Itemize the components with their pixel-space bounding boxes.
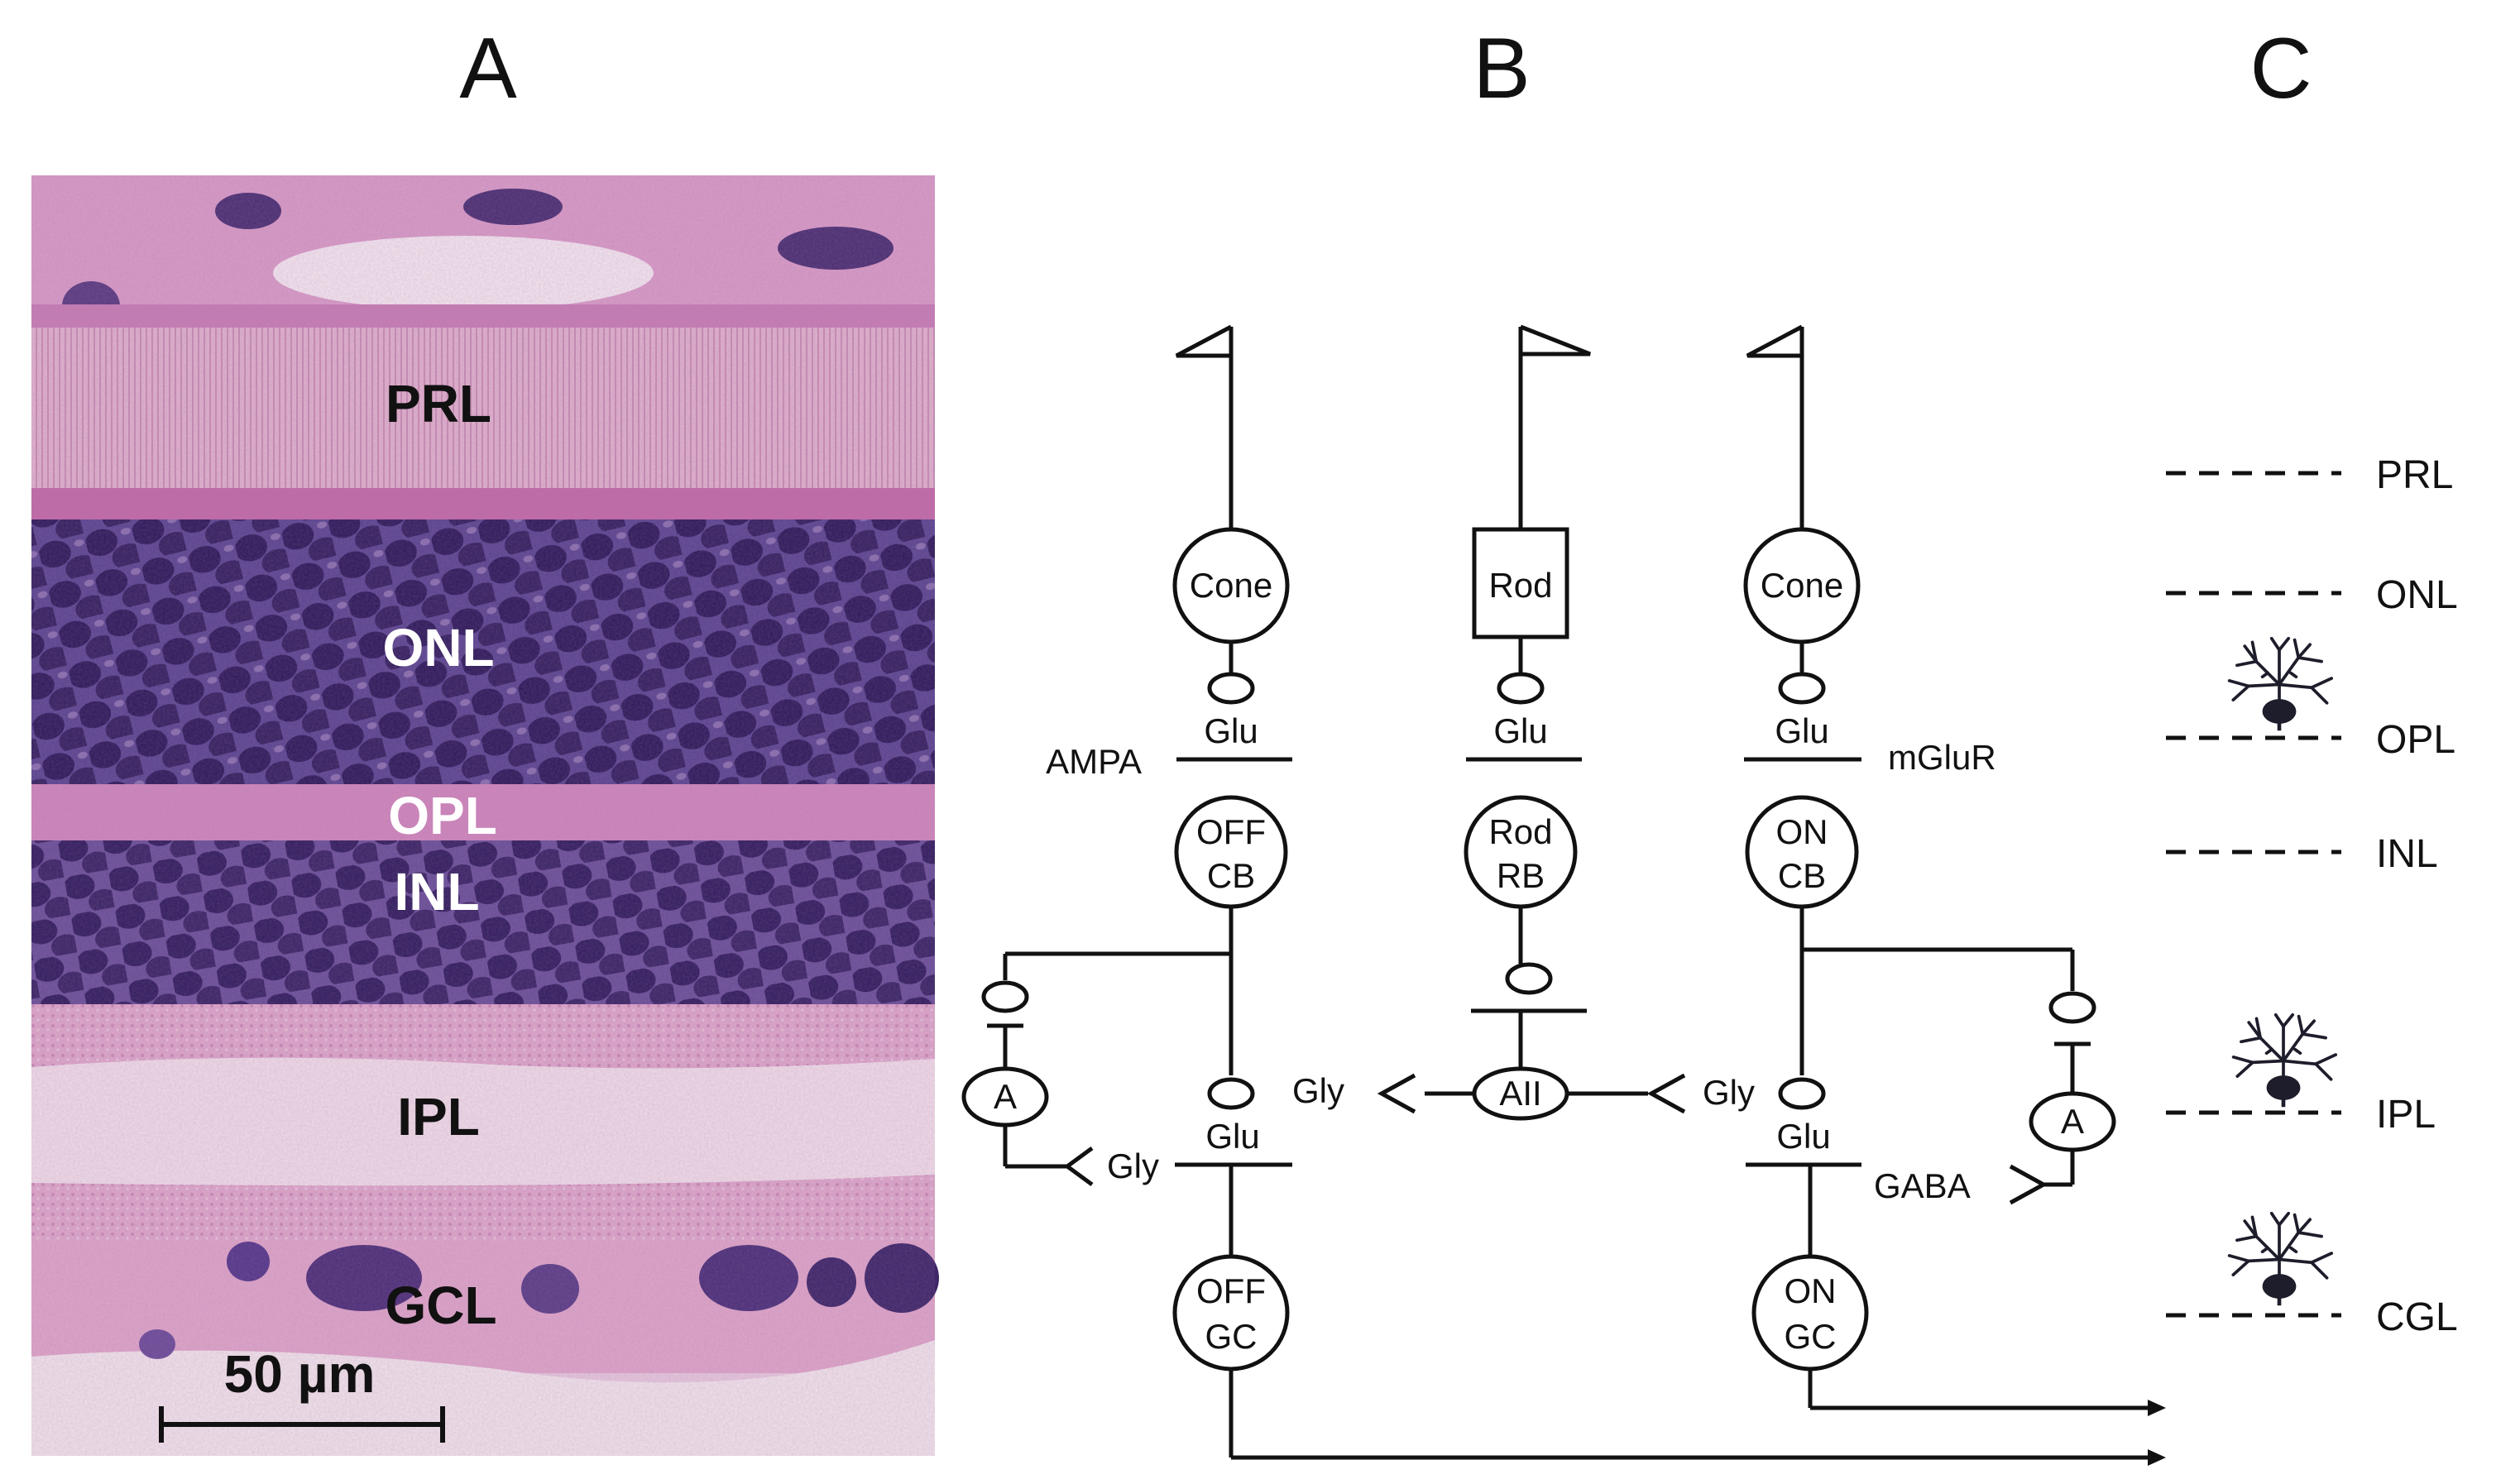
histology-label-prl: PRL (386, 374, 491, 433)
rod-rb-label-line2: RB (1497, 856, 1545, 895)
vesicle-off-cb (1207, 1077, 1255, 1110)
vesicle-cone-left (1207, 672, 1255, 705)
gly-label-aii-right: Gly (1703, 1073, 1755, 1112)
histology-label-inl: INL (394, 862, 479, 922)
off-cb-cell: OFF CB (1174, 795, 1288, 909)
vesicle-on-cb (1778, 1077, 1826, 1110)
aii-cell: AII (1472, 1066, 1569, 1121)
neuron-icon-cgl (2230, 1214, 2332, 1305)
off-cb-label-line1: OFF (1196, 812, 1266, 851)
vesicle-rod (1497, 672, 1545, 705)
gaba-label: GABA (1874, 1166, 1971, 1205)
vesicle-amacrine-right (2048, 991, 2096, 1024)
layer-label-inl: INL (2376, 832, 2438, 876)
off-gc-label-line2: GC (1205, 1317, 1258, 1356)
aii-label: AII (1499, 1074, 1541, 1113)
amacrine-left-label: A (994, 1077, 1017, 1116)
mglur-label: mGluR (1888, 738, 1996, 777)
glu-label-rod: Glu (1493, 711, 1547, 750)
on-gc-label-line1: ON (1785, 1271, 1837, 1310)
cone-right-cell: Cone (1743, 527, 1861, 644)
panel-letter-a: A (459, 21, 517, 117)
rod-label: Rod (1488, 566, 1552, 605)
on-cb-label-line2: CB (1778, 856, 1826, 895)
neuron-icon-ipl (2234, 1015, 2336, 1107)
off-gc-cell: OFF GC (1172, 1254, 1290, 1372)
amacrine-left-cell: A (961, 1066, 1049, 1127)
scale-bar (159, 1406, 445, 1443)
panel-letter-c: C (2249, 21, 2312, 117)
histology-label-ipl: IPL (397, 1087, 480, 1147)
on-gc-cell: ON GC (1751, 1254, 1869, 1372)
layer-label-prl: PRL (2376, 453, 2453, 497)
gly-label-amacrine-left: Gly (1107, 1147, 1159, 1185)
cone-left-label: Cone (1190, 566, 1272, 605)
layer-label-onl: ONL (2376, 573, 2458, 617)
circuit-wiring (987, 324, 2166, 1466)
layer-label-ipl: IPL (2376, 1093, 2436, 1137)
glu-label-cone-left: Glu (1204, 711, 1258, 750)
cone-left-cell: Cone (1172, 527, 1290, 644)
on-gc-label-line2: GC (1785, 1317, 1837, 1356)
neuron-icon-opl (2230, 639, 2332, 730)
vesicle-rod-rb (1505, 962, 1553, 995)
layer-scale-lines (2166, 471, 2341, 1318)
vesicle-amacrine-left (981, 980, 1029, 1013)
off-cb-label-line2: CB (1207, 856, 1255, 895)
rod-rb-cell: Rod RB (1464, 795, 1578, 909)
gly-label-aii-left: Gly (1292, 1071, 1344, 1110)
on-cb-label-line1: ON (1776, 812, 1828, 851)
vesicle-cone-right (1778, 672, 1826, 705)
layer-label-cgl: CGL (2376, 1295, 2458, 1339)
cone-right-label: Cone (1761, 566, 1843, 605)
amacrine-right-cell: A (2029, 1091, 2116, 1152)
amacrine-right-label: A (2061, 1102, 2084, 1141)
histology-label-onl: ONL (382, 618, 494, 677)
histology-label-opl: OPL (388, 786, 497, 845)
scale-bar-label: 50 µm (224, 1344, 376, 1404)
histology-label-gcl: GCL (385, 1276, 496, 1335)
glu-label-cone-right: Glu (1775, 711, 1828, 750)
panel-letter-b: B (1473, 21, 1530, 117)
glu-label-off-cb: Glu (1205, 1117, 1259, 1156)
ampa-label: AMPA (1046, 742, 1142, 781)
rod-rb-label-line1: Rod (1488, 812, 1552, 851)
off-gc-label-line1: OFF (1196, 1271, 1266, 1310)
on-cb-cell: ON CB (1745, 795, 1859, 909)
layer-label-opl: OPL (2376, 718, 2455, 762)
rod-cell: Rod (1472, 527, 1569, 639)
glu-label-on-cb: Glu (1776, 1117, 1830, 1156)
histology-image (31, 175, 939, 1456)
